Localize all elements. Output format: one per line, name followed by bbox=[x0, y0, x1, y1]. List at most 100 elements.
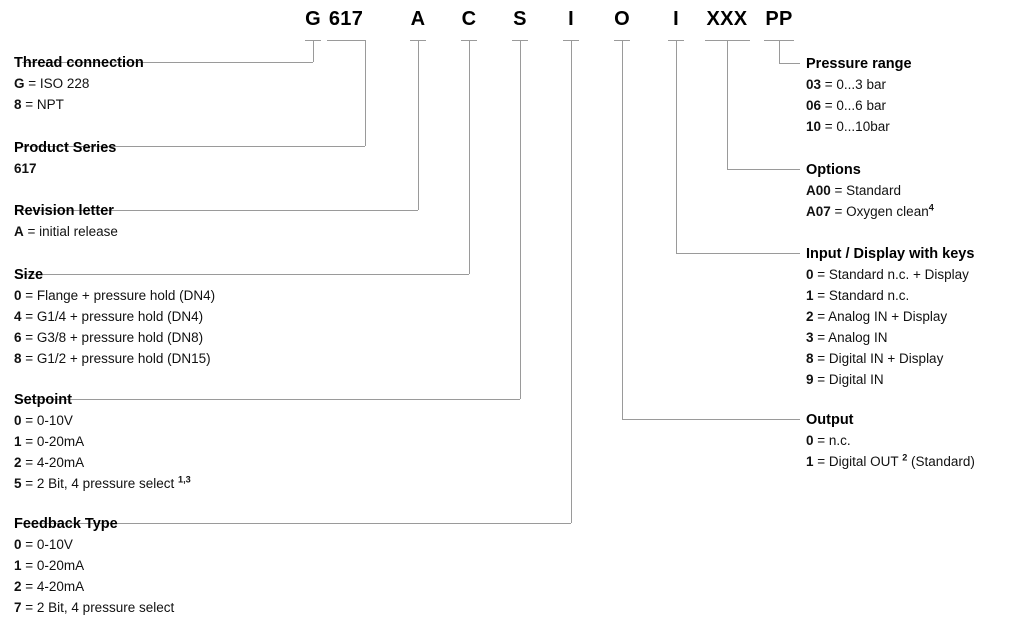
right-legend-block-4: Output 0 = n.c. 1 = Digital OUT 2 (Standar… bbox=[806, 411, 975, 472]
option-code: G bbox=[14, 76, 25, 91]
option-code: 8 bbox=[14, 97, 22, 112]
left-legend-title-4: Size bbox=[14, 267, 44, 283]
left-legend-option-6-1: 0 = 0-10V bbox=[14, 537, 73, 552]
left-legend-option-3-1: A = initial release bbox=[14, 224, 118, 239]
option-code: A00 bbox=[806, 183, 831, 198]
code-segment-3: A bbox=[410, 8, 426, 30]
option-code: 6 bbox=[14, 330, 22, 345]
left-legend-block-3: Revision letter A = initial release bbox=[14, 202, 118, 242]
right-legend-option-2-2: A07 = Oxygen clean4 bbox=[806, 202, 934, 219]
left-legend-option-5-4: 5 = 2 Bit, 4 pressure select 1,3 bbox=[14, 474, 191, 491]
right-legend-option-1-1: 03 = 0...3 bar bbox=[806, 77, 886, 92]
right-connector-drop-2 bbox=[676, 40, 677, 253]
option-code: 8 bbox=[14, 351, 22, 366]
option-code: 2 bbox=[806, 309, 814, 324]
option-code: 7 bbox=[14, 600, 22, 615]
right-legend-option-3-1: 0 = Standard n.c. + Display bbox=[806, 267, 969, 282]
left-legend-block-1: Thread connection G = ISO 228 8 = NPT bbox=[14, 54, 144, 115]
right-connector-arm-1 bbox=[622, 419, 800, 420]
option-code: 0 bbox=[14, 537, 22, 552]
code-cap-2 bbox=[327, 40, 365, 41]
right-legend-option-1-2: 06 = 0...6 bar bbox=[806, 98, 886, 113]
left-legend-title-3: Revision letter bbox=[14, 203, 114, 219]
left-legend-option-1-1: G = ISO 228 bbox=[14, 76, 90, 91]
code-segment-8: I bbox=[673, 8, 679, 30]
left-legend-option-4-4: 8 = G1/2 + pressure hold (DN15) bbox=[14, 351, 211, 366]
option-code: 10 bbox=[806, 119, 822, 134]
right-legend-option-1-3: 10 = 0...10bar bbox=[806, 119, 890, 134]
left-legend-option-5-2: 1 = 0-20mA bbox=[14, 434, 85, 449]
left-legend-block-5: Setpoint 0 = 0-10V 1 = 0-20mA 2 = 4-20mA 5 =… bbox=[14, 391, 191, 494]
option-code: 3 bbox=[806, 330, 814, 345]
left-legend-title-6: Feedback Type bbox=[14, 516, 118, 532]
right-legend-option-4-2: 1 = Digital OUT 2 (Standard) bbox=[806, 452, 975, 469]
left-legend-option-4-2: 4 = G1/4 + pressure hold (DN4) bbox=[14, 309, 204, 324]
option-code: A bbox=[14, 224, 24, 239]
right-legend-option-3-4: 3 = Analog IN bbox=[806, 330, 888, 345]
right-legend-option-2-1: A00 = Standard bbox=[806, 183, 901, 198]
option-code: 4 bbox=[14, 309, 22, 324]
right-connector-drop-3 bbox=[727, 40, 728, 169]
left-connector-arm-6 bbox=[22, 523, 571, 524]
option-code: 0 bbox=[806, 267, 814, 282]
code-segment-1: G bbox=[305, 8, 321, 30]
option-code: 9 bbox=[806, 372, 814, 387]
option-code: 06 bbox=[806, 98, 822, 113]
right-legend-title-2: Options bbox=[806, 162, 861, 178]
left-legend-option-2-1: 617 bbox=[14, 158, 116, 179]
right-legend-option-4-1: 0 = n.c. bbox=[806, 433, 851, 448]
left-legend-title-5: Setpoint bbox=[14, 392, 72, 408]
left-connector-drop-2 bbox=[365, 40, 366, 146]
code-segment-2: 617 bbox=[328, 8, 364, 30]
left-legend-option-4-3: 6 = G3/8 + pressure hold (DN8) bbox=[14, 330, 204, 345]
footnote-marker: 1,3 bbox=[177, 474, 191, 485]
option-code: A07 bbox=[806, 204, 831, 219]
left-connector-drop-5 bbox=[520, 40, 521, 399]
option-code: 03 bbox=[806, 77, 822, 92]
code-segment-10: PP bbox=[765, 8, 793, 30]
right-connector-arm-4 bbox=[779, 63, 800, 64]
left-legend-option-6-3: 2 = 4-20mA bbox=[14, 579, 85, 594]
left-legend-block-4: Size 0 = Flange + pressure hold (DN4) 4 = … bbox=[14, 266, 215, 369]
option-code: 617 bbox=[14, 161, 37, 176]
left-connector-arm-5 bbox=[22, 399, 520, 400]
left-connector-drop-4 bbox=[469, 40, 470, 274]
left-connector-arm-4 bbox=[22, 274, 469, 275]
left-legend-title-2: Product Series bbox=[14, 140, 117, 156]
left-connector-arm-1 bbox=[22, 62, 313, 63]
right-legend-option-3-2: 1 = Standard n.c. bbox=[806, 288, 910, 303]
left-legend-option-4-1: 0 = Flange + pressure hold (DN4) bbox=[14, 288, 216, 303]
left-legend-option-5-1: 0 = 0-10V bbox=[14, 413, 73, 428]
left-connector-arm-2 bbox=[22, 146, 365, 147]
footnote-marker: 4 bbox=[928, 202, 934, 213]
code-segment-5: S bbox=[513, 8, 527, 30]
footnote-marker: 2 bbox=[902, 452, 908, 463]
code-segment-4: C bbox=[461, 8, 477, 30]
code-segment-9: XXX bbox=[706, 8, 748, 30]
option-code: 1 bbox=[14, 558, 22, 573]
left-legend-option-1-2: 8 = NPT bbox=[14, 97, 64, 112]
left-legend-option-6-4: 7 = 2 Bit, 4 pressure select bbox=[14, 600, 175, 615]
option-code: 1 bbox=[806, 288, 814, 303]
left-legend-block-6: Feedback Type 0 = 0-10V 1 = 0-20mA 2 = 4-20… bbox=[14, 515, 174, 618]
right-legend-title-4: Output bbox=[806, 412, 854, 428]
right-legend-option-3-5: 8 = Digital IN + Display bbox=[806, 351, 944, 366]
left-legend-title-1: Thread connection bbox=[14, 55, 144, 71]
option-code: 1 bbox=[806, 454, 814, 469]
right-legend-option-3-3: 2 = Analog IN + Display bbox=[806, 309, 948, 324]
left-legend-option-6-2: 1 = 0-20mA bbox=[14, 558, 85, 573]
option-code: 0 bbox=[14, 288, 22, 303]
option-code: 2 bbox=[14, 579, 22, 594]
right-connector-drop-4 bbox=[779, 40, 780, 63]
option-code: 1 bbox=[14, 434, 22, 449]
code-segment-7: O bbox=[614, 8, 630, 30]
left-legend-option-5-3: 2 = 4-20mA bbox=[14, 455, 85, 470]
right-connector-arm-2 bbox=[676, 253, 800, 254]
option-code: 5 bbox=[14, 476, 22, 491]
left-connector-drop-6 bbox=[571, 40, 572, 523]
left-connector-drop-1 bbox=[313, 40, 314, 62]
option-code: 0 bbox=[806, 433, 814, 448]
